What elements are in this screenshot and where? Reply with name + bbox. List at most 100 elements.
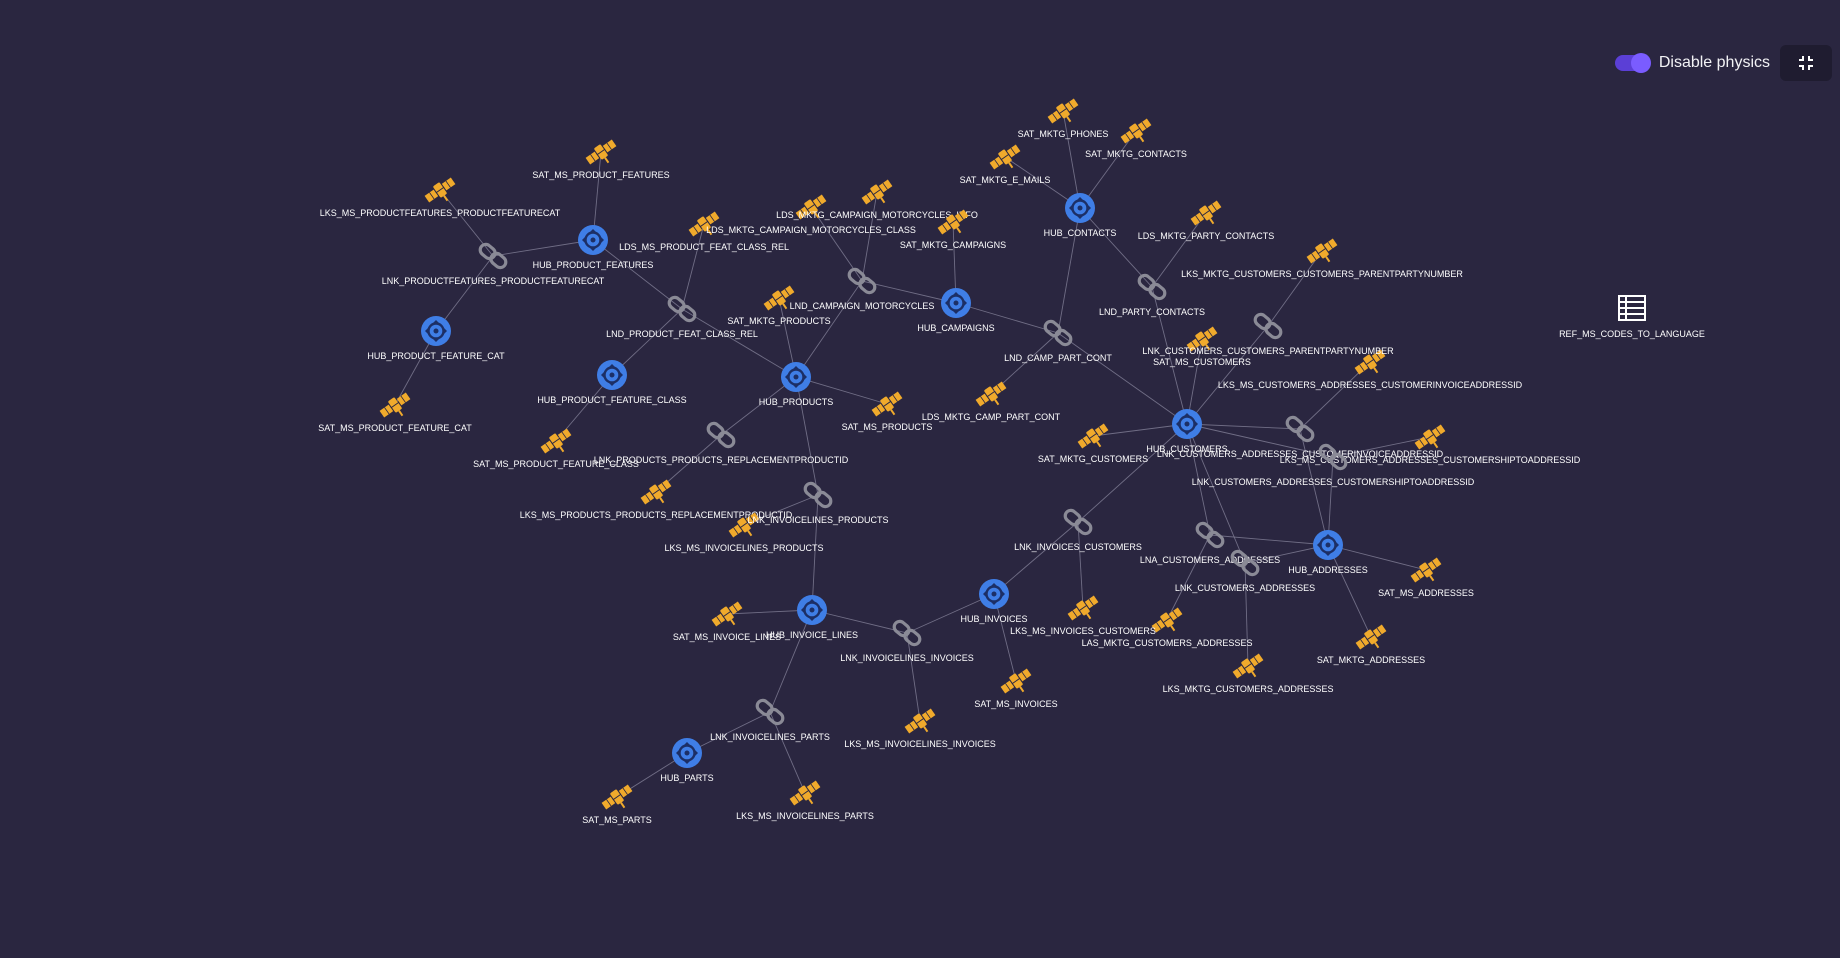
satellite-icon [711,601,743,627]
graph-node-sat[interactable]: LDS_MKTG_CAMPAIGN_MOTORCYCLES_CLASS [706,192,916,235]
graph-edge [1186,423,1334,458]
node-label: LNK_CUSTOMERS_ADDRESSES [1175,583,1315,593]
satellite-icon [640,479,672,505]
graph-node-link[interactable]: LNK_CUSTOMERS_ADDRESSES_CUSTOMERSHIPTOAD… [1192,443,1475,487]
graph-node-link[interactable]: LNK_PRODUCTS_PRODUCTS_REPLACEMENTPRODUCT… [594,421,849,465]
graph-node-hub[interactable]: HUB_INVOICES [960,579,1028,624]
graph-node-sat[interactable]: LKS_MS_CUSTOMERS_ADDRESSES_CUSTOMERINVOI… [1218,347,1523,390]
physics-switch[interactable] [1614,53,1651,73]
graph-node-sat[interactable]: SAT_MKTG_ADDRESSES [1317,622,1425,665]
graph-edge [1151,286,1188,425]
graph-node-sat[interactable]: SAT_MS_PRODUCTS [842,389,933,432]
graph-node-sat[interactable]: SAT_MKTG_CUSTOMERS [1038,421,1148,464]
satellite-icon [1354,349,1386,375]
graph-node-link[interactable]: LND_CAMP_PART_CONT [1004,319,1112,363]
graph-node-hub[interactable]: HUB_INVOICE_LINES [766,595,858,640]
graph-node-link[interactable]: LNK_INVOICELINES_INVOICES [840,619,974,663]
graph-edge [993,521,1079,595]
graph-node-sat[interactable]: SAT_MKTG_PRODUCTS [727,283,831,326]
graph-edge [1267,250,1323,327]
graph-node-sat[interactable]: SAT_MS_PARTS [582,782,652,825]
graph-node-sat[interactable]: SAT_MS_ADDRESSES [1378,555,1474,598]
graph-node-link[interactable]: LND_PARTY_CONTACTS [1099,273,1205,317]
satellite-icon [861,179,893,205]
graph-node-sat[interactable]: SAT_MKTG_PHONES [1018,96,1109,139]
graph-node-sat[interactable]: SAT_MKTG_E_MAILS [960,142,1051,185]
graph-node-hub[interactable]: HUB_PARTS [660,738,714,783]
graph-node-link[interactable]: LNK_INVOICELINES_PARTS [710,698,830,742]
graph-node-sat[interactable]: SAT_MS_PRODUCT_FEATURE_CLASS [473,426,639,469]
satellite-icon [763,285,795,311]
graph-node-sat[interactable]: LDS_MKTG_CAMP_PART_CONT [922,379,1061,422]
graph-node-link[interactable]: LNK_PRODUCTFEATURES_PRODUCTFEATURECAT [382,242,605,286]
exit-fullscreen-button[interactable] [1780,45,1832,81]
graph-edge [861,280,957,304]
graph-node-hub[interactable]: HUB_CUSTOMERS [1146,409,1228,454]
graph-node-ref[interactable]: REF_MS_CODES_TO_LANGUAGE [1559,295,1705,339]
graph-node-sat[interactable]: LDS_MKTG_PARTY_CONTACTS [1138,198,1275,241]
graph-node-sat[interactable]: LDS_MS_PRODUCT_FEAT_CLASS_REL [619,209,789,252]
graph-node-sat[interactable]: SAT_MKTG_CAMPAIGNS [900,207,1006,250]
graph-node-hub[interactable]: HUB_PRODUCT_FEATURE_CAT [367,316,505,361]
graph-node-link[interactable]: LNK_INVOICELINES_PRODUCTS [747,481,889,525]
graph-node-hub[interactable]: HUB_ADDRESSES [1288,530,1368,575]
hub-icon [797,595,827,625]
link-chain-icon [1230,549,1260,577]
node-label: HUB_PRODUCTS [759,397,834,407]
link-chain-icon [1137,273,1167,301]
link-chain-icon [892,619,922,647]
satellite-icon [1410,557,1442,583]
physics-toggle[interactable]: Disable physics [1614,53,1770,73]
node-label: LDS_MKTG_PARTY_CONTACTS [1138,231,1275,241]
graph-node-link[interactable]: LNK_CUSTOMERS_ADDRESSES [1175,549,1315,593]
graph-node-hub[interactable]: HUB_PRODUCTS [759,362,834,407]
hub-icon [1065,193,1095,223]
graph-edge [769,609,813,713]
link-chain-icon [1043,319,1073,347]
graph-node-hub[interactable]: HUB_CONTACTS [1044,193,1117,238]
graph-node-sat[interactable]: LKS_MS_INVOICELINES_INVOICES [844,706,996,749]
node-label: LNK_PRODUCTFEATURES_PRODUCTFEATURECAT [382,276,605,286]
satellite-icon [1000,668,1032,694]
graph-node-sat[interactable]: LKS_MS_PRODUCTS_PRODUCTS_REPLACEMENTPROD… [520,477,793,520]
graph-node-sat[interactable]: SAT_MS_PRODUCT_FEATURES [532,137,670,180]
graph-node-link[interactable]: LNK_INVOICES_CUSTOMERS [1014,508,1142,552]
link-chain-icon [755,698,785,726]
node-label: SAT_MS_INVOICE_LINES [673,632,781,642]
graph-edge [1092,423,1188,437]
graph-node-hub[interactable]: HUB_CAMPAIGNS [917,288,995,333]
graph-edge [720,376,797,436]
graph-node-sat[interactable]: LKS_MS_CUSTOMERS_ADDRESSES_CUSTOMERSHIPT… [1280,422,1581,465]
node-label: LNK_PRODUCTS_PRODUCTS_REPLACEMENTPRODUCT… [594,455,849,465]
graph-node-link[interactable]: LND_CAMPAIGN_MOTORCYCLES [790,267,935,311]
node-label: LND_PARTY_CONTACTS [1099,307,1205,317]
graph-node-hub[interactable]: HUB_PRODUCT_FEATURE_CLASS [537,360,687,405]
hub-icon [781,362,811,392]
link-chain-icon [706,421,736,449]
graph-node-link[interactable]: LNK_CUSTOMERS_CUSTOMERS_PARENTPARTYNUMBE… [1142,312,1394,356]
node-label: SAT_MS_PARTS [582,815,652,825]
satellite-icon [424,177,456,203]
graph-node-sat[interactable]: SAT_MS_INVOICE_LINES [673,599,781,642]
graph-node-sat[interactable]: SAT_MKTG_CONTACTS [1085,116,1187,159]
graph-node-sat[interactable]: LKS_MS_INVOICELINES_PRODUCTS [664,510,824,553]
graph-node-sat[interactable]: LKS_MS_INVOICELINES_PARTS [736,778,874,821]
graph-node-sat[interactable]: LDS_MKTG_CAMPAIGN_MOTORCYCLES_INFO [776,177,978,220]
graph-node-sat[interactable]: LKS_MKTG_CUSTOMERS_ADDRESSES [1163,651,1334,694]
graph-edge [1244,562,1249,667]
graph-node-sat[interactable]: SAT_MS_CUSTOMERS [1153,324,1251,367]
node-label: SAT_MS_PRODUCT_FEATURE_CLASS [473,459,639,469]
graph-node-sat[interactable]: LKS_MS_PRODUCTFEATURES_PRODUCTFEATURECAT [320,175,561,218]
graph-node-sat[interactable]: LKS_MS_INVOICES_CUSTOMERS [1010,593,1156,636]
graph-node-sat[interactable]: LAS_MKTG_CUSTOMERS_ADDRESSES [1082,605,1253,648]
graph-toolbar: Disable physics [1614,45,1832,81]
graph-node-sat[interactable]: LKS_MKTG_CUSTOMERS_CUSTOMERS_PARENTPARTY… [1181,236,1463,279]
graph-node-sat[interactable]: SAT_MS_INVOICES [974,666,1058,709]
graph-node-link[interactable]: LNA_CUSTOMERS_ADDRESSES [1140,521,1280,565]
graph-node-hub[interactable]: HUB_PRODUCT_FEATURES [533,225,654,270]
node-label: HUB_PARTS [660,773,713,783]
graph-node-link[interactable]: LND_PRODUCT_FEAT_CLASS_REL [606,295,758,339]
graph-node-sat[interactable]: SAT_MS_PRODUCT_FEATURE_CAT [318,390,472,433]
graph-node-link[interactable]: LNK_CUSTOMERS_ADDRESSES_CUSTOMERINVOICEA… [1157,415,1444,459]
